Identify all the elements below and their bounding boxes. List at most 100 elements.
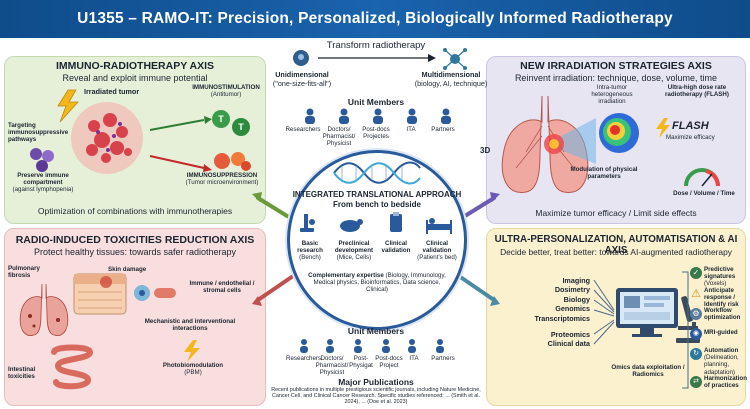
- pbm-bolt-icon: [184, 340, 200, 362]
- unidimensional-label: Unidimensional: [275, 70, 329, 79]
- translational-circle: [287, 150, 467, 330]
- input-biology: Biology: [563, 294, 590, 304]
- step-clinical-label: Clinical validation: [381, 240, 411, 255]
- check-icon: ✓: [690, 267, 702, 279]
- multidimensional-block: Multidimensional (biology, AI, technique…: [414, 70, 488, 88]
- output-bracket-icon: [682, 271, 689, 389]
- network-icon: [443, 48, 467, 70]
- bottom-member-researchers: Researchers: [286, 355, 322, 362]
- input-arrows-icon: [593, 279, 615, 345]
- targeting-label: Targeting immunosuppressive pathways: [8, 122, 69, 144]
- photobio-label: Photobiomodulation: [162, 362, 224, 369]
- irradiation-axis-title: NEW IRRADIATION STRATEGIES AXIS: [520, 60, 712, 72]
- modulation-label: Modulation of physical parameters: [570, 166, 638, 181]
- bottom-member-postdocs: Post-docs Project: [375, 355, 403, 370]
- step-basic-sub: (Bench): [299, 254, 321, 262]
- dose-label: Dose / Volume / Time: [673, 190, 735, 197]
- center-subtitle: From bench to bedside: [332, 200, 421, 209]
- input-dosimetry: Dosimetry: [554, 285, 590, 295]
- flash-sub: Maximize efficacy: [666, 134, 715, 141]
- step-clinical: Clinical validation: [378, 240, 414, 254]
- output-predictive: Predictive signatures (Voxels): [704, 266, 736, 288]
- publications-text: Recent publications in multiple prestigi…: [271, 387, 481, 406]
- skin-icon: [73, 273, 127, 315]
- gear-icon: ⚙: [690, 308, 702, 320]
- immuno-axis-subtitle: Reveal and exploit immune potential: [62, 73, 208, 83]
- publications-title: Major Publications: [338, 377, 414, 387]
- step-patient: Clinical validation (Patient's bed): [414, 240, 460, 262]
- immuno-axis-title: IMMUNO-RADIOTHERAPY AXIS: [55, 60, 215, 72]
- harmonize-icon: ⇄: [690, 376, 702, 388]
- bottom-unit-members-title: Unit Members: [347, 326, 405, 336]
- skin-label: Skin damage: [108, 266, 147, 273]
- intra-tumor-label: Intra-tumor heterogeneous irradiation: [591, 84, 633, 106]
- unit-members-title: Unit Members: [347, 97, 405, 107]
- lightning-icon: [57, 89, 79, 123]
- three-d-label: 3D: [480, 146, 491, 155]
- output-workflow: Workflow optimization: [704, 307, 741, 322]
- immunosuppression-label: IMMUNOSUPPRESSION: [186, 172, 258, 179]
- workstation-icon: [616, 288, 678, 337]
- flash-label: FLASH: [672, 120, 709, 132]
- suppressive-cells-icon: [214, 152, 251, 171]
- intestine-icon: [51, 344, 94, 390]
- toxicity-axis-subtitle: Protect healthy tissues: towards safer r…: [33, 247, 237, 257]
- page-title: U1355 – RAMO-IT: Precision, Personalized…: [0, 0, 750, 38]
- bottom-member-partners: Partners: [431, 355, 455, 362]
- pulmonary-label: Pulmonary fibrosis: [8, 265, 40, 280]
- multidimensional-label: Multidimensional: [421, 70, 481, 79]
- intestinal-label: Intestinal toxicities: [8, 366, 36, 381]
- ai-outputs: ✓ Predictive signatures (Voxels) ⚠ Antic…: [690, 266, 748, 395]
- bottom-member-ita: ITA: [409, 355, 419, 362]
- irradiated-tumor-label: Irradiated tumor: [84, 87, 140, 96]
- irradiation-footer: Maximize tumor efficacy / Limit side eff…: [535, 208, 697, 218]
- immunostimulation-label: IMMUNOSTIMULATION: [192, 84, 260, 91]
- ai-inputs-2: Proteomics Clinical data: [526, 330, 590, 349]
- output-automation: Automation(Delineation, planning, adapta…: [704, 347, 739, 376]
- member-doctors: Doctors/ Pharmacist/ Physicist: [322, 126, 356, 148]
- irradiation-axis-subtitle: Reinvent irradiation: technique, dose, v…: [514, 73, 718, 83]
- output-anticipate: Anticipate response / Identify risk: [704, 287, 739, 309]
- expertise-block: Complementary expertise (Biology, Immuno…: [302, 272, 452, 294]
- input-transcriptomics: Transcriptomics: [534, 313, 590, 323]
- t-cell-1: T: [212, 110, 230, 128]
- photobio-sub: (PBM): [184, 369, 202, 377]
- immunostimulation-block: IMMUNOSTIMULATION (Antitumor): [186, 84, 266, 98]
- bottom-member-icons: [300, 339, 444, 353]
- member-researchers: Researchers: [285, 126, 321, 133]
- fibrotic-lungs-icon: [19, 283, 69, 336]
- mri-icon: ◉: [690, 328, 702, 340]
- immunostimulation-sub: (Antitumor): [210, 91, 242, 99]
- transform-arrow-icon: [318, 54, 436, 62]
- step-preclinical: Preclinical development (Mice, Cells): [332, 240, 376, 262]
- unidimensional-block: Unidimensional ("one-size-fits-all"): [266, 70, 338, 88]
- step-patient-label: Clinical validation: [422, 240, 452, 255]
- bottom-member-post-physigat: Post- Physigat: [349, 355, 373, 370]
- automation-icon: ↻: [690, 348, 702, 360]
- flash-desc-label: Ultra-high dose rate radiotherapy (FLASH…: [665, 84, 729, 99]
- head-icon: [293, 50, 309, 66]
- step-preclinical-sub: (Mice, Cells): [336, 254, 372, 262]
- member-ita: ITA: [406, 126, 416, 133]
- warning-icon: ⚠: [691, 288, 701, 300]
- preserve-block: Preserve immune compartment (against lym…: [8, 172, 78, 194]
- bottom-member-doctors: Doctors/ Pharmacist/ Physicist: [315, 355, 349, 377]
- immune-label: Immune / endothelial / stromal cells: [189, 280, 255, 295]
- preserve-sub: (against lymphopenia): [12, 186, 74, 194]
- preserve-label: Preserve immune compartment: [17, 172, 69, 187]
- output-harmonization: Harmonization of practices: [704, 375, 747, 390]
- member-icons: [300, 107, 460, 125]
- expertise-title: Complementary expertise: [308, 272, 384, 279]
- translational-step-icons: [300, 212, 452, 234]
- step-patient-sub: (Patient's bed): [417, 254, 457, 262]
- step-basic: Basic research (Bench): [290, 240, 330, 262]
- immune-arrows-icon: [149, 116, 212, 172]
- ai-axis-subtitle: Decide better, treat better: towards AI-…: [500, 247, 732, 257]
- transform-label: Transform radiotherapy: [326, 40, 426, 51]
- member-partners: Partners: [431, 126, 455, 133]
- multidimensional-sub: (biology, AI, technique): [414, 78, 488, 88]
- unidimensional-sub: ("one-size-fits-all"): [272, 78, 332, 88]
- immunosuppression-block: IMMUNOSUPPRESSION (Tumor microenvironmen…: [178, 172, 266, 186]
- omics-label: Omics data exploitation / Radiomics: [611, 364, 685, 379]
